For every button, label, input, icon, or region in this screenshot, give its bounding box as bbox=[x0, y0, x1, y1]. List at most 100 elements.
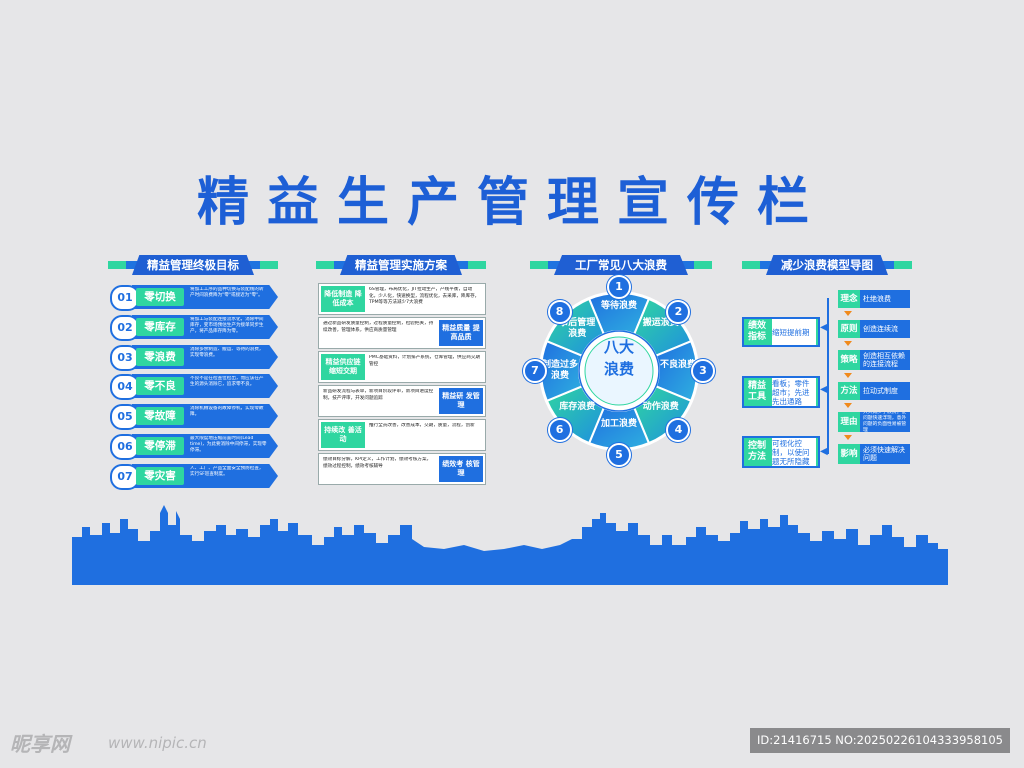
waste-center-label: 八大浪费 bbox=[603, 338, 634, 378]
waste-number-badge: 2 bbox=[666, 299, 691, 324]
plan-text: 新品研发流程与表单，新项目阶段评审，新项目进度控制，技产评审，开发问题追踪 bbox=[323, 389, 434, 401]
plan-row: 精益供应链 缩短交期 PMC基础资料，计划排产系统，仓库管理，供应商交期管控 bbox=[318, 351, 486, 383]
waste-label: 动作浪费 bbox=[642, 401, 679, 412]
model-step-label: 理念 bbox=[838, 290, 860, 308]
model-category-label: 绩效指标 bbox=[747, 321, 766, 342]
model-step-label: 影响 bbox=[838, 444, 860, 464]
model-category-desc: 看板；零件超市；先进先出通路 bbox=[772, 378, 816, 406]
model-category-desc: 缩短提前期 bbox=[772, 319, 816, 345]
goal-description: 将加工与装配连接流水化，消除中间库存，变市场预估生产为接单同步生产，将产品库存降… bbox=[190, 317, 264, 334]
model-step-desc: 大大减少了浪费；使问题快速浮现，意外问题的负面性易被管理 bbox=[860, 412, 910, 432]
watermark-id: ID:21416715 NO:20250226104333958105 bbox=[750, 728, 1010, 753]
waste-label: 搬运浪费 bbox=[642, 318, 679, 329]
goal-number: 03 bbox=[110, 345, 140, 371]
section-heading-goals: 精益管理终极目标 bbox=[108, 255, 278, 275]
model-step-desc: 必须快速解决问题 bbox=[860, 444, 910, 464]
model-category-label: 控制方法 bbox=[747, 441, 766, 462]
down-arrow-icon bbox=[844, 311, 852, 316]
goal-item: 07 零灾害 人、工厂、产品全面安全预防检查，实行SF巡查制度。 bbox=[110, 464, 278, 490]
down-arrow-icon bbox=[844, 373, 852, 378]
model-category: 控制方法 可视化控制，以使问题无所隐藏 bbox=[742, 436, 820, 468]
goal-number: 07 bbox=[110, 464, 140, 490]
waste-label: 加工浪费 bbox=[600, 419, 637, 429]
plan-tag: 降低制造 降低成本 bbox=[321, 286, 365, 312]
model-step: 原则 创造连续流 bbox=[838, 320, 910, 338]
goal-item: 06 零停滞 最大限度地压缩前置时间(Lead time)，为此要消除中间停滞，… bbox=[110, 434, 278, 460]
section-heading-model: 减少浪费模型导图 bbox=[742, 255, 912, 275]
goal-description: 最大限度地压缩前置时间(Lead time)，为此要消除中间停滞，实现零停滞。 bbox=[190, 436, 267, 453]
waste-segments bbox=[540, 292, 698, 450]
model-category-desc: 可视化控制，以使问题无所隐藏 bbox=[772, 438, 816, 466]
plan-row: 通过新品研发质量控制，过程质量控制，检验把关，持续改善，管理体系，供应商质量管理… bbox=[318, 317, 486, 349]
waste-number-badge: 5 bbox=[607, 443, 631, 467]
waste-label: 库存浪费 bbox=[559, 401, 596, 412]
goal-item: 04 零不良 不良不是在检查位检出，而应该在产生的源头消除它，追求零不良。 bbox=[110, 374, 278, 400]
goal-label: 零库存 bbox=[136, 318, 184, 336]
left-arrow-icon: ◀ bbox=[820, 322, 828, 333]
plan-text: 6S管理，布局优化，JIT拉动生产，产线平衡，自动化，少人化，快速换型，流程优化… bbox=[369, 287, 480, 305]
model-step-desc: 创造相互依赖的连接流程 bbox=[860, 350, 910, 370]
waste-number-badge: 3 bbox=[691, 359, 715, 383]
plan-text: 推行全员改善，改善成本，交期，质量，流程，创新 bbox=[369, 423, 475, 428]
waste-wheel bbox=[539, 291, 699, 451]
model-category: 精益工具 看板；零件超市；先进先出通路 bbox=[742, 376, 820, 408]
plan-row: 持续改 善活动 推行全员改善，改善成本，交期，质量，流程，创新 bbox=[318, 419, 486, 451]
goal-item: 01 零切换 将加工工序的品种切换与装配线的转产时间浪费降为"零"或接近为"零"… bbox=[110, 285, 278, 311]
goal-description: 消除多余制造、搬运、等待的浪费，实现零浪费。 bbox=[190, 347, 264, 358]
model-step-desc: 杜绝浪费 bbox=[860, 290, 910, 308]
model-step-label: 方法 bbox=[838, 382, 860, 400]
down-arrow-icon bbox=[844, 341, 852, 346]
model-step: 理由 大大减少了浪费；使问题快速浮现，意外问题的负面性易被管理 bbox=[838, 412, 910, 432]
goal-description: 将加工工序的品种切换与装配线的转产时间浪费降为"零"或接近为"零"。 bbox=[190, 287, 264, 298]
goal-label: 零灾害 bbox=[136, 467, 184, 485]
down-arrow-icon bbox=[844, 403, 852, 408]
plan-row: 降低制造 降低成本 6S管理，布局优化，JIT拉动生产，产线平衡，自动化，少人化… bbox=[318, 283, 486, 315]
watermark-url: www.nipic.cn bbox=[108, 734, 207, 752]
waste-label: 等待浪费 bbox=[600, 301, 637, 311]
plan-tag: 精益供应链 缩短交期 bbox=[321, 354, 365, 380]
goal-label: 零浪费 bbox=[136, 348, 184, 366]
page-title: 精益生产管理宣传栏 bbox=[196, 173, 827, 233]
city-skyline bbox=[72, 505, 948, 585]
waste-number-badge: 4 bbox=[666, 418, 691, 443]
plan-tag: 精益研 发管理 bbox=[439, 388, 483, 414]
plan-text: PMC基础资料，计划排产系统，仓库管理，供应商交期管控 bbox=[369, 355, 481, 367]
waste-number-badge: 8 bbox=[547, 299, 572, 324]
goal-item: 02 零库存 将加工与装配连接流水化，消除中间库存，变市场预估生产为接单同步生产… bbox=[110, 315, 278, 341]
waste-label: 制造过多浪费 bbox=[541, 360, 578, 381]
section-heading-model-label: 减少浪费模型导图 bbox=[766, 255, 888, 275]
waste-label: 不良浪费 bbox=[659, 360, 696, 370]
section-heading-wastes-label: 工厂常见八大浪费 bbox=[554, 255, 688, 275]
waste-number-badge: 7 bbox=[523, 359, 547, 383]
goal-label: 零切换 bbox=[136, 288, 184, 306]
waste-number-badge: 1 bbox=[607, 275, 631, 299]
goal-description: 消除机械设备的故障停机，实现零故障。 bbox=[190, 406, 264, 417]
section-heading-plan-label: 精益管理实施方案 bbox=[340, 255, 462, 275]
goal-number: 01 bbox=[110, 285, 140, 311]
model-category-label: 精益工具 bbox=[747, 381, 766, 402]
goal-number: 05 bbox=[110, 404, 140, 430]
down-arrow-icon bbox=[844, 435, 852, 440]
goal-label: 零停滞 bbox=[136, 437, 184, 455]
goal-description: 人、工厂、产品全面安全预防检查，实行SF巡查制度。 bbox=[190, 466, 264, 477]
watermark-logo: 昵享网 bbox=[10, 732, 70, 756]
model-category: 绩效指标 缩短提前期 bbox=[742, 317, 820, 347]
model-step-desc: 创造连续流 bbox=[860, 320, 910, 338]
model-step-label: 理由 bbox=[838, 412, 860, 432]
goal-number: 02 bbox=[110, 315, 140, 341]
section-heading-goals-label: 精益管理终极目标 bbox=[132, 255, 254, 275]
goal-description: 不良不是在检查位检出，而应该在产生的源头消除它，追求零不良。 bbox=[190, 376, 264, 387]
model-connector bbox=[827, 298, 829, 454]
plan-row: 绩效目标分解，KPI定义，工作计划，绩效考核方案，绩效过程控制，绩效考核辅导 绩… bbox=[318, 453, 486, 485]
model-step-label: 策略 bbox=[838, 350, 860, 370]
goal-label: 零故障 bbox=[136, 407, 184, 425]
model-step: 理念 杜绝浪费 bbox=[838, 290, 910, 308]
plan-tag: 绩效考 核管理 bbox=[439, 456, 483, 482]
model-step: 影响 必须快速解决问题 bbox=[838, 444, 910, 464]
section-heading-wastes: 工厂常见八大浪费 bbox=[530, 255, 712, 275]
left-arrow-icon: ◀ bbox=[820, 446, 828, 457]
section-heading-plan: 精益管理实施方案 bbox=[316, 255, 486, 275]
goal-label: 零不良 bbox=[136, 377, 184, 395]
left-arrow-icon: ◀ bbox=[820, 384, 828, 395]
model-step: 方法 拉动式制度 bbox=[838, 382, 910, 400]
